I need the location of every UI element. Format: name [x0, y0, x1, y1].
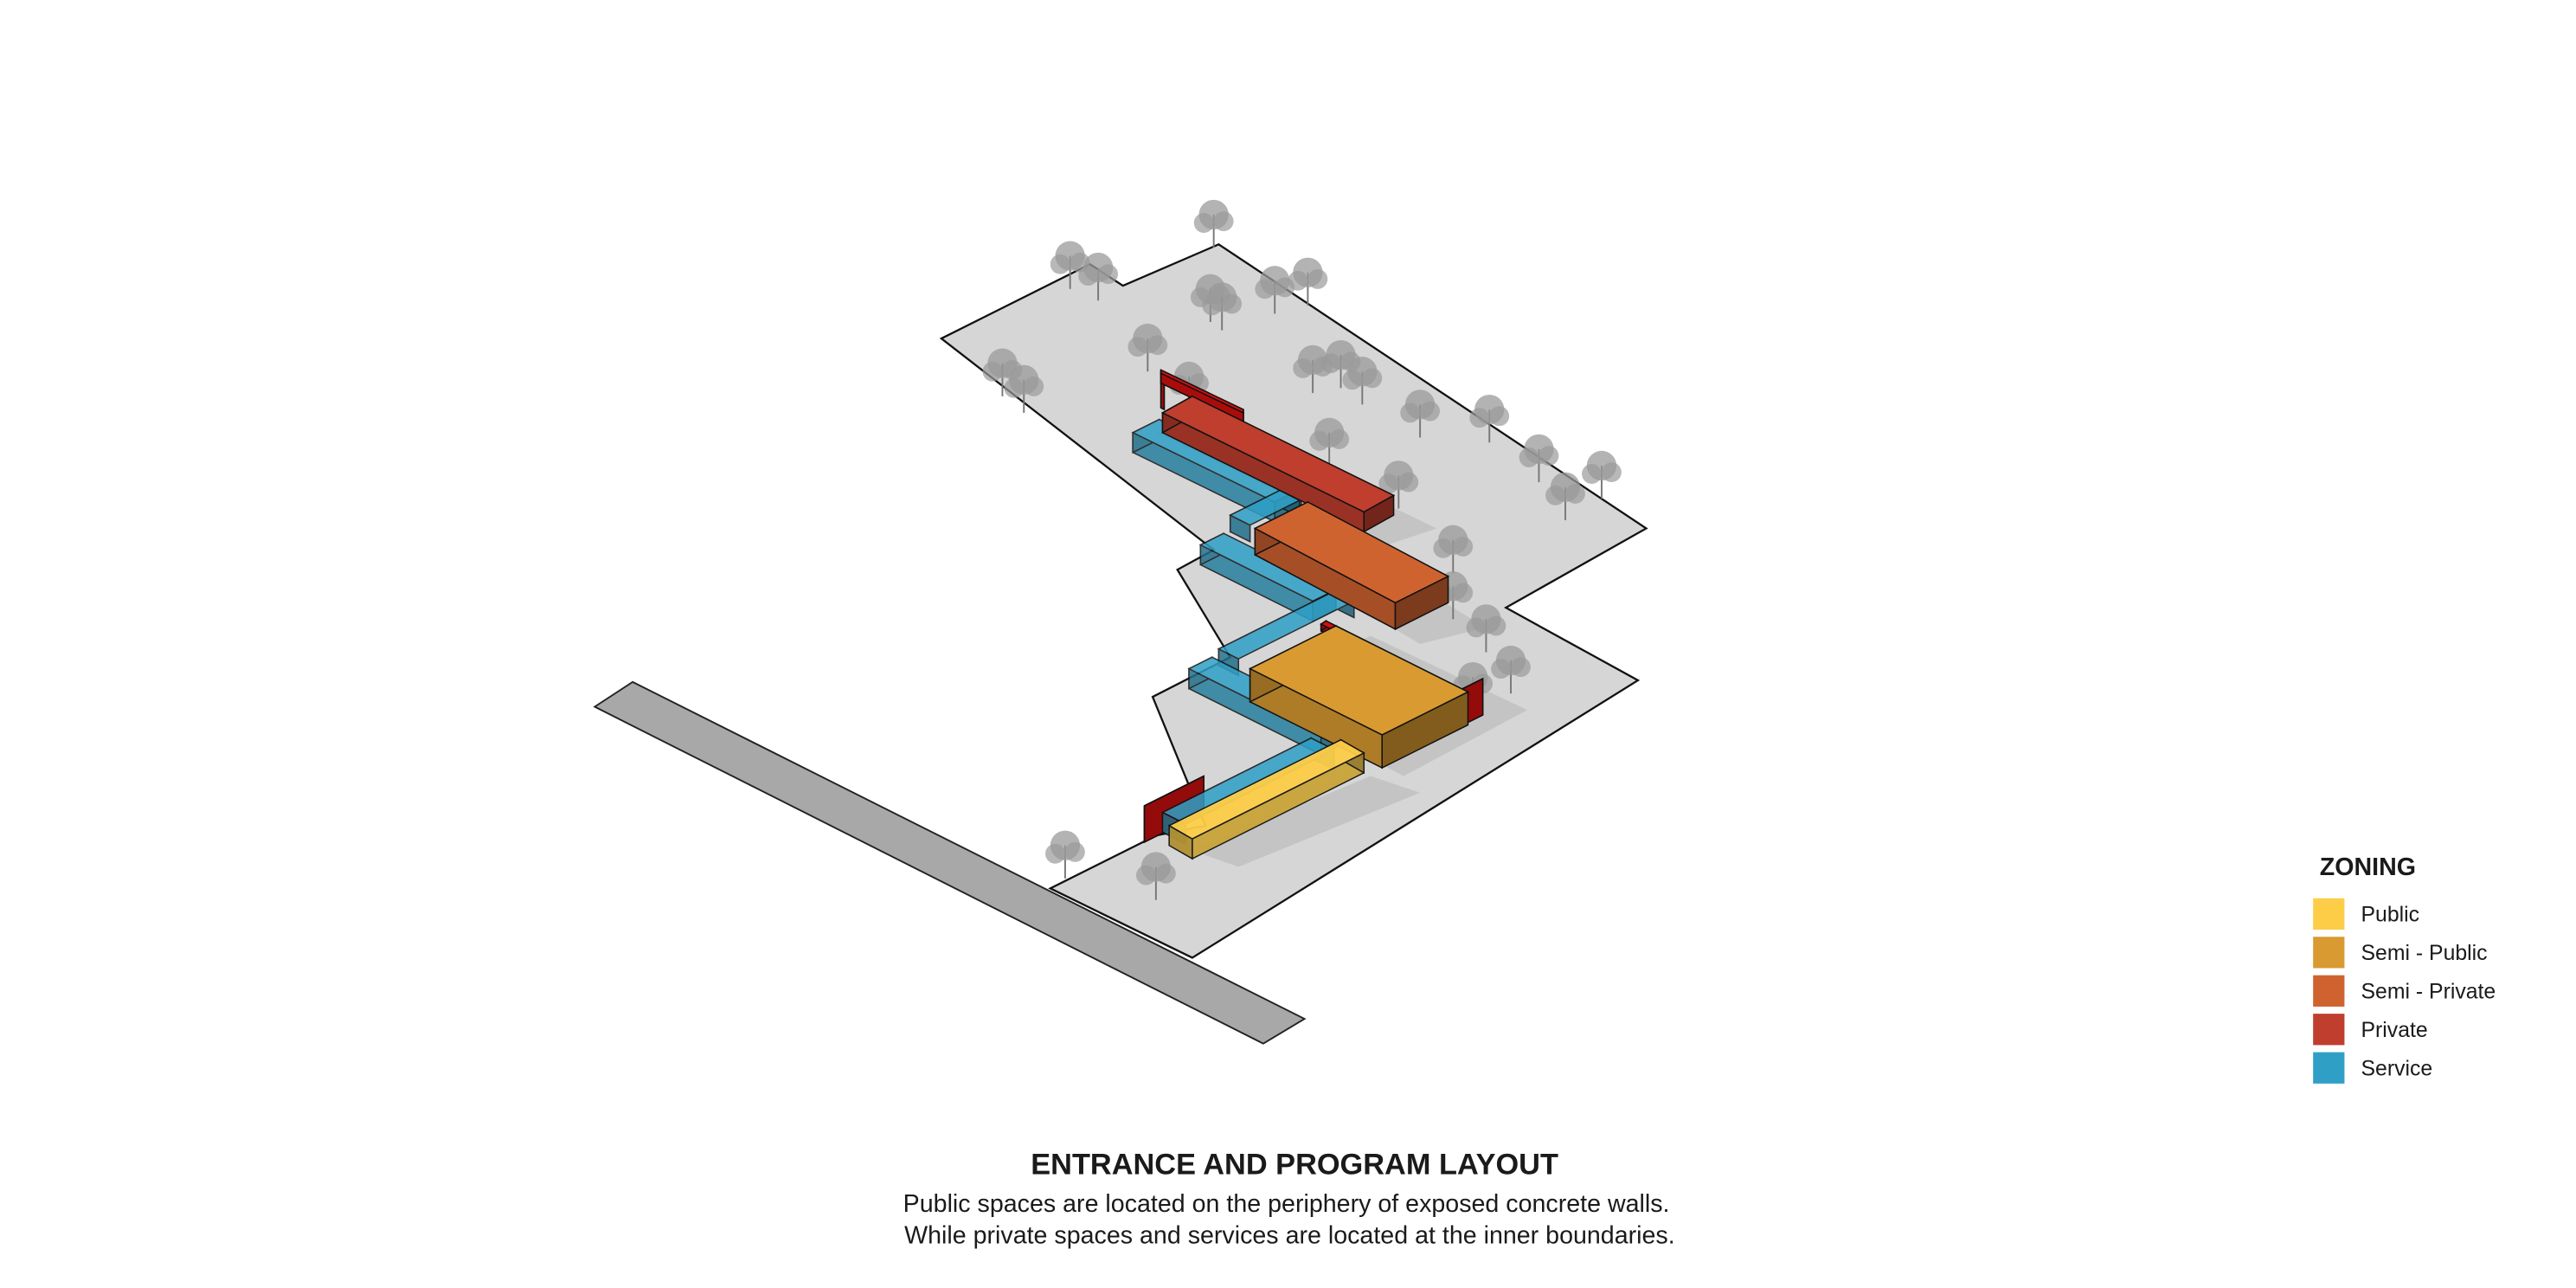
legend-swatch — [2313, 937, 2345, 969]
ground-layer — [593, 243, 1648, 1045]
tree-icon — [1545, 472, 1585, 520]
legend-swatch — [2313, 975, 2345, 1007]
caption: ENTRANCE AND PROGRAM LAYOUT Public space… — [903, 1148, 1675, 1249]
road — [593, 680, 1307, 1045]
legend-label: Semi - Public — [2361, 942, 2487, 965]
tree-icon — [1491, 645, 1531, 694]
tree-icon — [1202, 282, 1243, 331]
service-block — [1160, 737, 1336, 846]
legend-label: Public — [2361, 903, 2419, 926]
tree-icon — [1045, 830, 1085, 879]
tree-icon — [1469, 394, 1510, 443]
legend-label: Private — [2361, 1019, 2427, 1042]
private-wall — [1160, 369, 1244, 424]
caption-line-1: Public spaces are located on the periphe… — [903, 1190, 1670, 1218]
caption-line-2: While private spaces and services are lo… — [904, 1221, 1675, 1249]
caption-title: ENTRANCE AND PROGRAM LAYOUT — [1031, 1148, 1558, 1181]
semi-private-block — [1253, 500, 1450, 631]
legend-title: ZONING — [2320, 853, 2416, 881]
building-shadow — [1192, 776, 1421, 867]
tree-icon — [1193, 199, 1234, 248]
tree-icon — [1004, 364, 1044, 413]
semi-public-block — [1248, 624, 1470, 770]
public-block — [1167, 738, 1365, 860]
buildings-layer — [1131, 369, 1484, 860]
tree-icon — [1309, 417, 1350, 466]
tree-icon — [1582, 450, 1622, 499]
tree-icon — [1293, 345, 1333, 394]
private-block — [1160, 395, 1396, 533]
tree-icon — [1342, 357, 1383, 405]
legend-label: Semi - Private — [2361, 980, 2496, 1003]
tree-icon — [1135, 852, 1176, 900]
tree-icon — [1519, 434, 1559, 483]
legend-swatch — [2313, 898, 2345, 931]
tree-icon — [1466, 604, 1506, 653]
tree-icon — [1078, 252, 1119, 301]
tree-icon — [1127, 323, 1168, 372]
tree-icon — [1378, 460, 1419, 509]
tree-icon — [1288, 257, 1328, 306]
legend-label: Service — [2361, 1057, 2432, 1080]
tree-icon — [1400, 390, 1441, 438]
trees-layer — [982, 199, 1622, 900]
tree-icon — [1433, 525, 1474, 573]
legend-swatch — [2313, 1014, 2345, 1046]
tree-icon — [982, 348, 1023, 396]
legend-swatch — [2313, 1052, 2345, 1084]
